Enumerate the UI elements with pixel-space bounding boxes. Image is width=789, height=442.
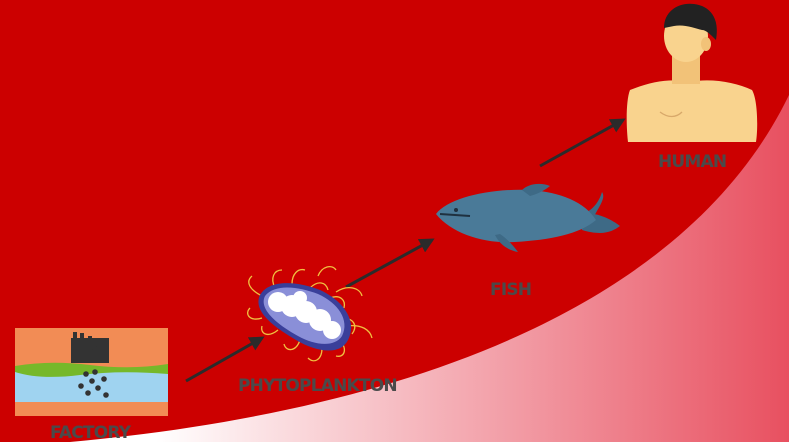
fish-label: FISH: [490, 280, 531, 300]
factory-label: FACTORY: [50, 423, 130, 442]
factory-icon: [15, 328, 168, 416]
human-label: HUMAN: [658, 152, 726, 172]
phytoplankton-label: PHYTOPLANKTON: [238, 376, 397, 396]
